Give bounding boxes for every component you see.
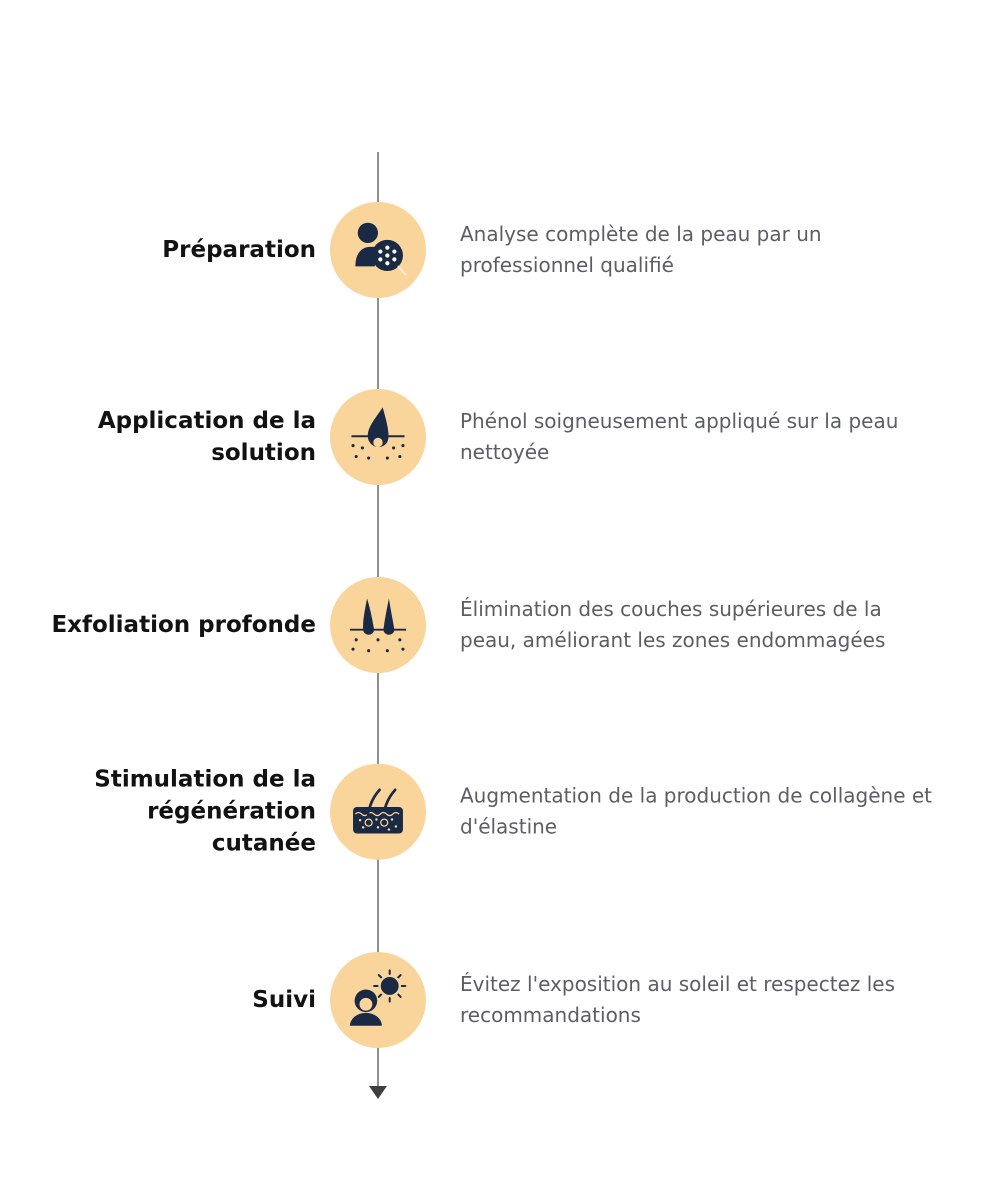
step-icon-circle xyxy=(330,202,426,298)
exfoliation-icon xyxy=(349,598,407,653)
step-description: Augmentation de la production de collagè… xyxy=(460,784,933,839)
sun-protection-icon xyxy=(349,969,407,1026)
timeline-step: Suivi xyxy=(0,952,1000,1048)
step-title-column: Application de la solution xyxy=(0,405,330,469)
step-description: Évitez l'exposition au soleil et respect… xyxy=(460,972,896,1027)
step-icon-circle xyxy=(330,952,426,1048)
step-description: Phénol soigneusement appliqué sur la pea… xyxy=(460,409,899,464)
step-title: Préparation xyxy=(162,236,316,263)
step-icon-circle xyxy=(330,577,426,673)
step-title-column: Préparation xyxy=(0,234,330,266)
step-icon-circle xyxy=(330,389,426,485)
arrow-down-icon xyxy=(369,1086,387,1099)
skin-regeneration-icon xyxy=(353,788,403,834)
timeline-step: Application de la solution Phénol soigne… xyxy=(0,389,1000,485)
step-description: Élimination des couches supérieures de l… xyxy=(460,597,886,652)
step-title: Stimulation de la régénération cutanée xyxy=(94,766,316,858)
step-title-column: Exfoliation profonde xyxy=(0,609,330,641)
timeline-step: Exfoliation profonde Élimination des xyxy=(0,577,1000,673)
step-title: Exfoliation profonde xyxy=(51,611,316,638)
skin-analysis-icon xyxy=(355,222,407,276)
timeline-step: Préparation Analyse complète de la xyxy=(0,202,1000,298)
step-title-column: Suivi xyxy=(0,984,330,1016)
step-icon-circle xyxy=(330,764,426,860)
timeline-step: Stimulation de la régénération cutanée xyxy=(0,764,1000,861)
step-title: Application de la solution xyxy=(97,407,316,466)
solution-drop-icon xyxy=(351,407,405,460)
step-title-column: Stimulation de la régénération cutanée xyxy=(0,764,330,861)
step-description: Analyse complète de la peau par un profe… xyxy=(460,222,822,277)
step-title: Suivi xyxy=(252,986,316,1013)
